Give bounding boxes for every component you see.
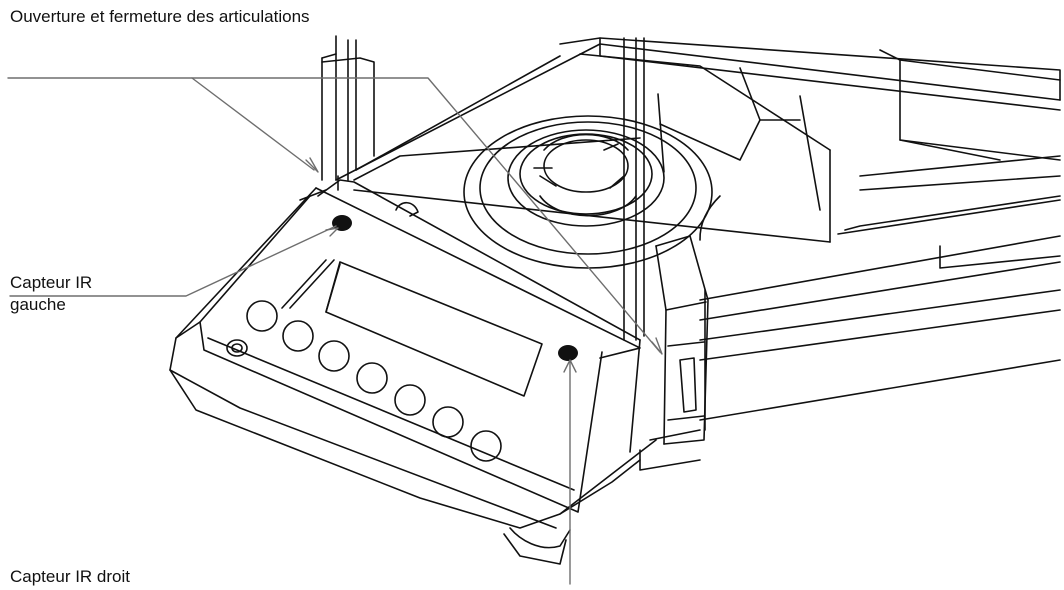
leader-hinges xyxy=(7,77,661,353)
balance-housing xyxy=(559,37,1061,471)
door-handle xyxy=(655,235,709,445)
weighing-pan xyxy=(463,115,721,269)
label-hinges: Ouverture et fermeture des articulations xyxy=(10,7,310,26)
left-ir-sensor-icon xyxy=(332,215,352,231)
leader-lines xyxy=(7,77,663,585)
ir-sensors xyxy=(332,215,578,361)
leader-left-sensor xyxy=(9,225,337,297)
draft-shield xyxy=(321,35,1061,341)
control-panel xyxy=(169,179,657,565)
right-ir-sensor-icon xyxy=(558,345,578,361)
label-left-ir-sensor-line1: Capteur IR xyxy=(10,273,93,292)
label-right-ir-sensor: Capteur IR droit xyxy=(10,567,130,586)
label-left-ir-sensor: Capteur IR gauche xyxy=(10,272,150,316)
leader-hinges-left xyxy=(191,77,315,171)
label-left-ir-sensor-line2: gauche xyxy=(10,295,66,314)
